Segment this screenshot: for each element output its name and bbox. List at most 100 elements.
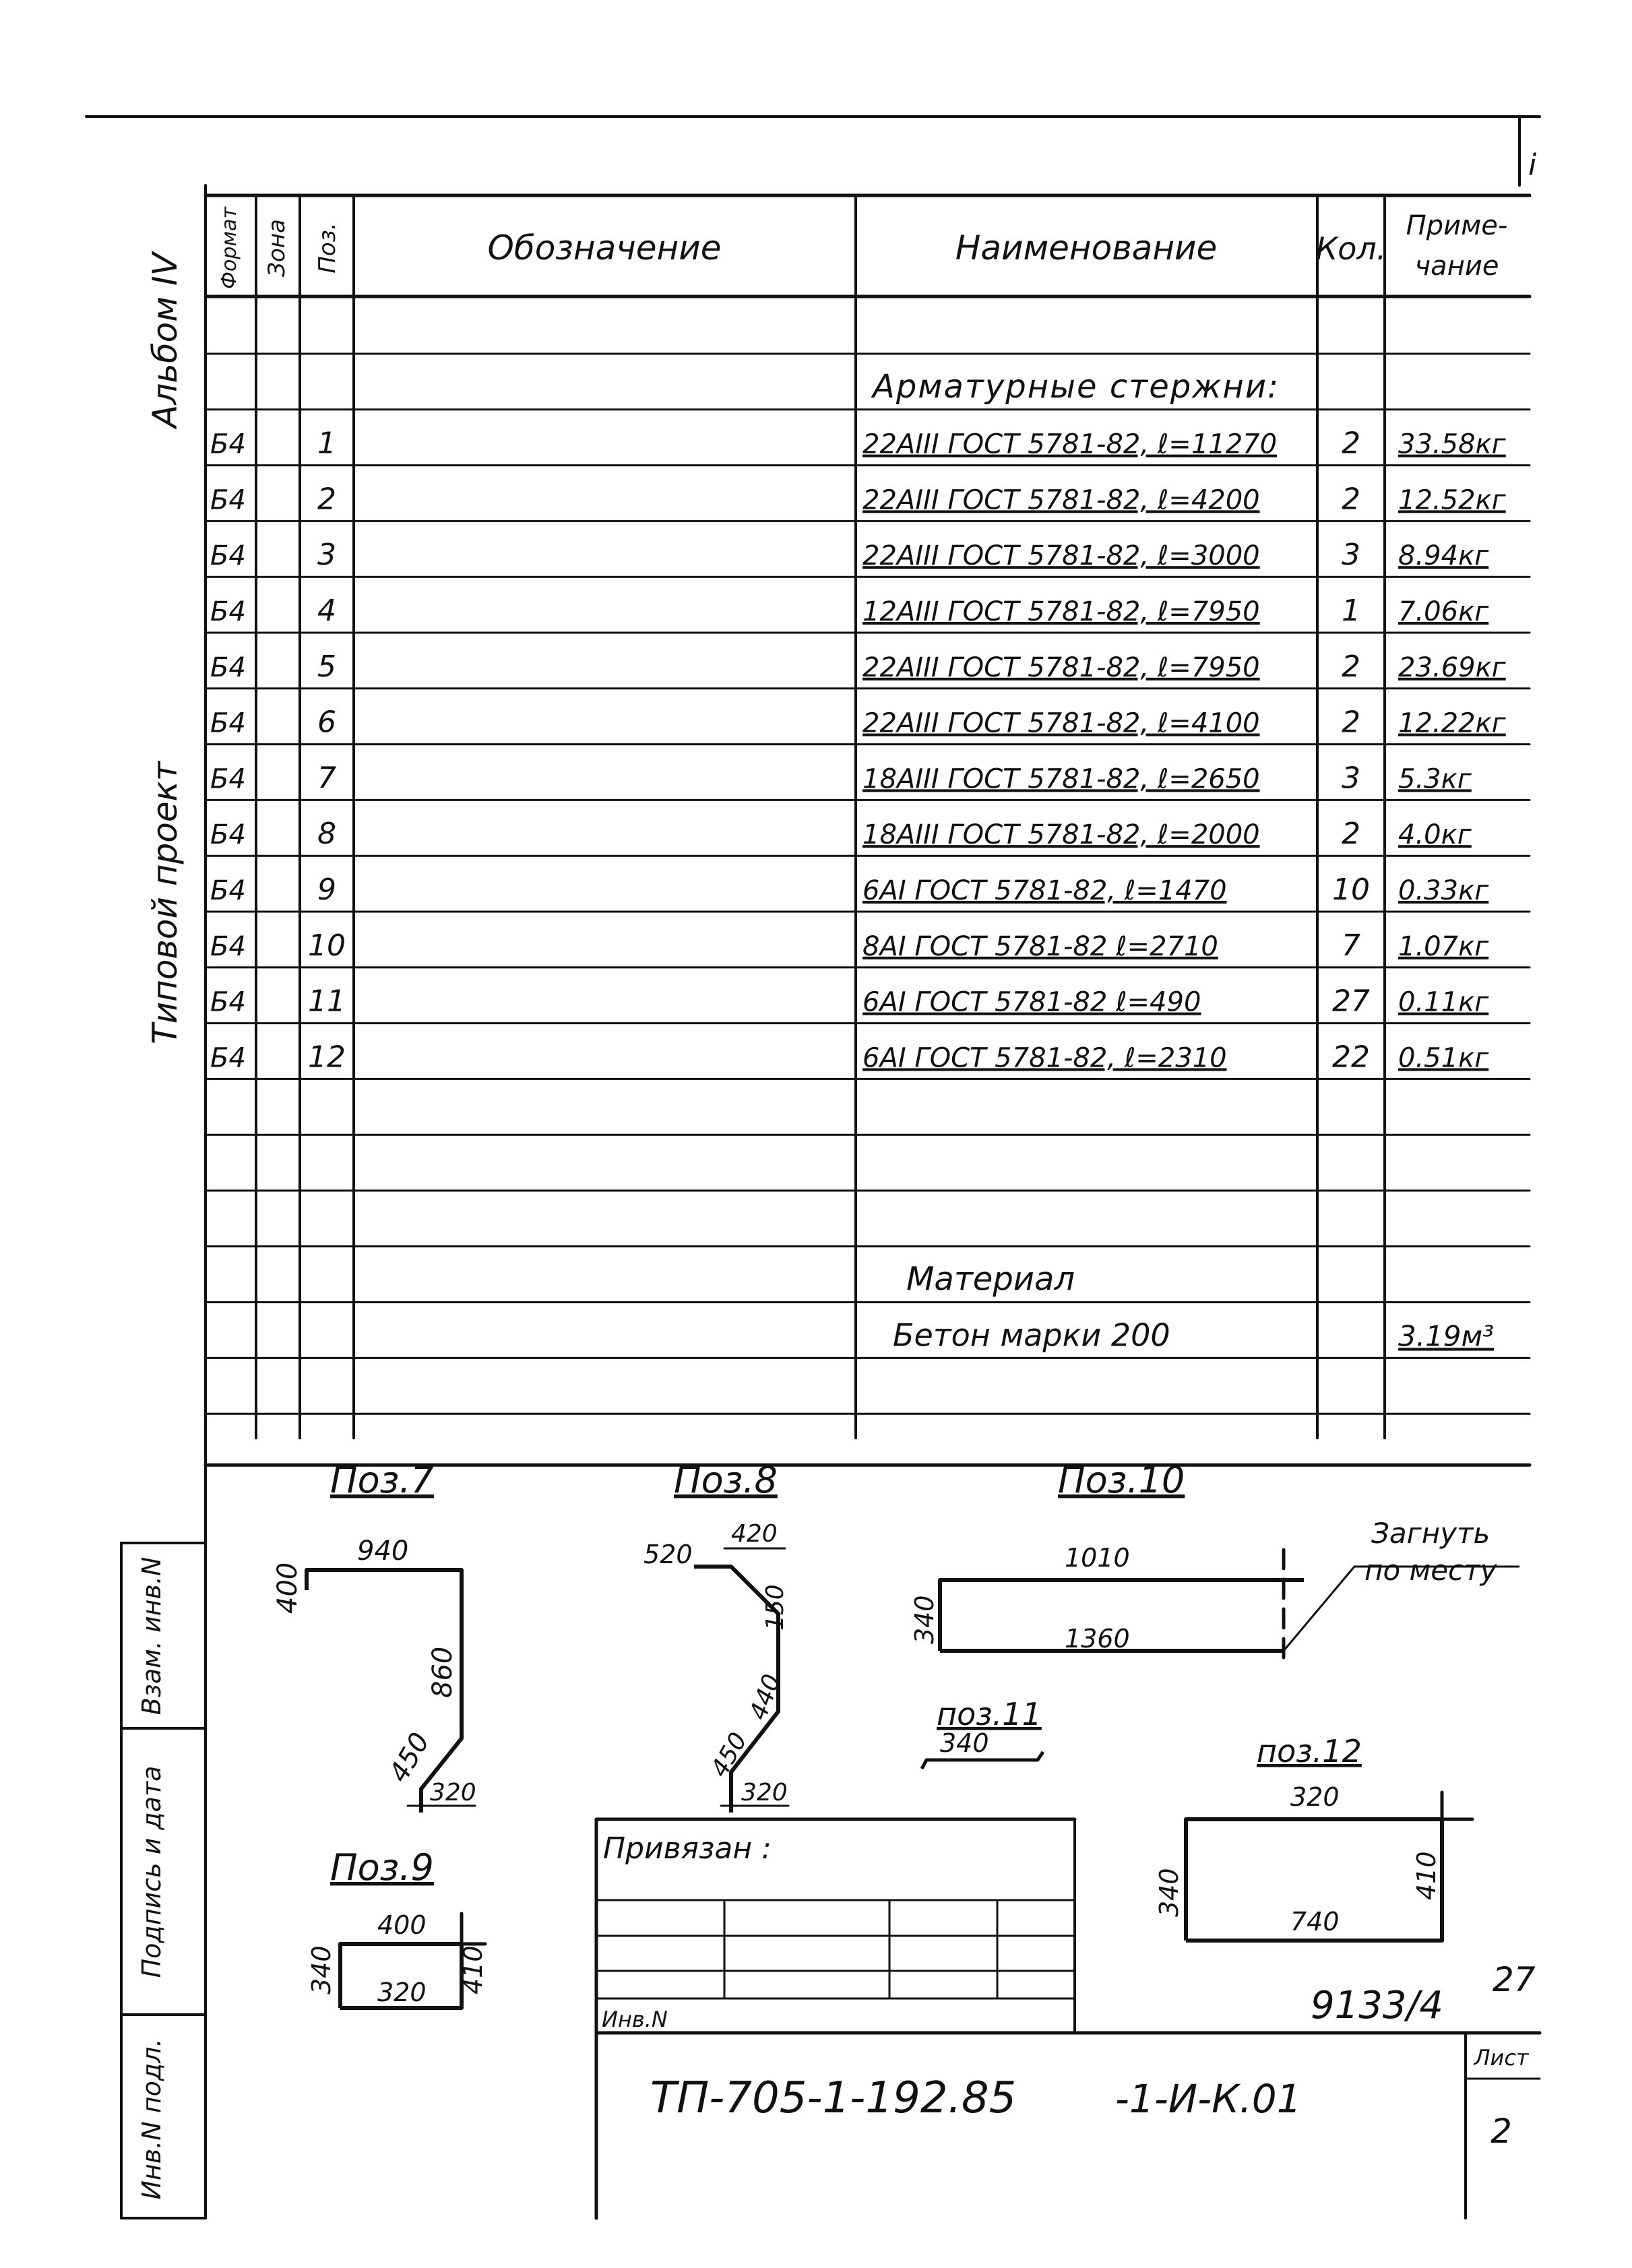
pos10-dim: 1010 <box>1065 1543 1130 1573</box>
header-format: Формат <box>218 206 241 289</box>
pos7-dim: 940 <box>357 1536 408 1567</box>
pos12-title: поз.12 <box>1257 1733 1362 1769</box>
sheet-number: 2 <box>1490 2112 1512 2151</box>
pos9-dim: 410 <box>458 1945 488 1994</box>
row-note: 12.22кг <box>1398 708 1507 739</box>
row-note: 33.58кг <box>1398 429 1507 460</box>
row-name: 22АIII ГОСТ 5781-82, ℓ=7950 <box>862 652 1260 683</box>
row-name: 6АI ГОСТ 5781-82 ℓ=490 <box>862 987 1201 1018</box>
pos11-shape <box>920 1751 1045 1770</box>
inv-replace-label: Взам. инв.N <box>137 1557 166 1715</box>
bound-label: Привязан : <box>603 1831 772 1866</box>
inv-orig-label: Инв.N подл. <box>137 2039 166 2200</box>
rebar-sketches: Поз.7940400860450320Поз.8520420150440450… <box>272 1459 1519 2010</box>
row-pos: 4 <box>317 594 336 628</box>
pos8-dim: 520 <box>644 1540 693 1569</box>
row-note: 0.11кг <box>1398 987 1489 1018</box>
row-format: Б4 <box>210 819 246 850</box>
code-number: 9133/4 <box>1311 1984 1443 2027</box>
header-note: чание <box>1415 251 1499 282</box>
row-note: 8.94кг <box>1398 540 1489 571</box>
row-note: 12.52кг <box>1398 484 1507 515</box>
row-qty: 10 <box>1332 873 1370 907</box>
pos8-dim: 420 <box>731 1520 778 1548</box>
inv-label: Инв.N <box>602 2007 668 2032</box>
sheet-label: Лист <box>1473 2045 1529 2071</box>
row-format: Б4 <box>210 484 246 515</box>
row-format: Б4 <box>210 708 246 739</box>
project-label: Типовой проект <box>146 760 185 1044</box>
header-qty: Кол. <box>1316 230 1387 267</box>
pos8-dim: 440 <box>745 1670 786 1724</box>
row-qty: 3 <box>1342 538 1360 572</box>
row-format: Б4 <box>210 1042 246 1073</box>
row-name: 12АIII ГОСТ 5781-82, ℓ=7950 <box>862 596 1260 627</box>
row-name: 22АIII ГОСТ 5781-82, ℓ=3000 <box>862 540 1260 571</box>
row-qty: 2 <box>1342 482 1360 516</box>
pos10-dim: 340 <box>910 1595 939 1644</box>
header-pos: Поз. <box>314 222 341 273</box>
header-note: Приме- <box>1406 210 1508 241</box>
pos12-dim: 320 <box>1290 1782 1340 1812</box>
row-name: 22АIII ГОСТ 5781-82, ℓ=4200 <box>862 484 1260 515</box>
row-name: 8АI ГОСТ 5781-82 ℓ=2710 <box>862 931 1218 962</box>
pos7-shape <box>305 1568 464 1813</box>
pos11-dim: 340 <box>940 1728 989 1758</box>
concrete-note: 3.19м³ <box>1398 1319 1494 1352</box>
row-pos: 3 <box>317 538 336 572</box>
row-name: 18АIII ГОСТ 5781-82, ℓ=2650 <box>862 763 1260 794</box>
row-qty: 2 <box>1342 817 1360 851</box>
row-format: Б4 <box>210 763 246 794</box>
row-name: 6АI ГОСТ 5781-82, ℓ=1470 <box>862 875 1227 906</box>
section-rebar: Арматурные стержни: <box>871 368 1280 406</box>
row-format: Б4 <box>210 540 246 571</box>
row-pos: 11 <box>308 984 346 1019</box>
corner-mark: і <box>1528 148 1537 183</box>
row-format: Б4 <box>210 931 246 962</box>
pos9-dim: 400 <box>377 1910 427 1940</box>
pos12-dim: 740 <box>1290 1907 1340 1936</box>
sign-date-label: Подпись и дата <box>137 1766 166 1978</box>
album-label: Альбом IV <box>146 250 185 429</box>
row-pos: 8 <box>317 817 336 851</box>
row-pos: 6 <box>317 705 336 740</box>
row-pos: 10 <box>308 928 346 963</box>
row-format: Б4 <box>210 429 246 460</box>
row-format: Б4 <box>210 596 246 627</box>
pos7-title: Поз.7 <box>330 1459 434 1501</box>
row-format: Б4 <box>210 875 246 906</box>
pos11-title: поз.11 <box>937 1696 1042 1732</box>
row-pos: 12 <box>308 1040 346 1074</box>
pos10-shape <box>938 1578 1304 1651</box>
row-name: 22АIII ГОСТ 5781-82, ℓ=4100 <box>862 708 1260 739</box>
header-name: Наименование <box>955 228 1218 267</box>
row-note: 5.3кг <box>1398 763 1472 794</box>
pos8-dim: 150 <box>761 1584 789 1631</box>
pos7-dim: 320 <box>430 1779 476 1806</box>
row-note: 0.51кг <box>1398 1042 1489 1073</box>
header-designation: Обозначение <box>488 228 722 267</box>
pos7-dim: 860 <box>427 1647 458 1698</box>
pos9-dim: 340 <box>307 1945 336 1994</box>
row-qty: 3 <box>1342 761 1360 795</box>
pos10-note: Загнуть <box>1371 1517 1490 1550</box>
pos12-dim: 340 <box>1154 1868 1184 1917</box>
code-page: 27 <box>1493 1960 1536 1999</box>
pos8-dim: 320 <box>741 1779 788 1806</box>
row-name: 18АIII ГОСТ 5781-82, ℓ=2000 <box>862 819 1260 850</box>
pos12-dim: 410 <box>1412 1851 1441 1900</box>
pos10-dim: 1360 <box>1065 1624 1130 1653</box>
pos7-dim: 400 <box>272 1563 303 1614</box>
row-name: 6АI ГОСТ 5781-82, ℓ=2310 <box>862 1042 1227 1073</box>
row-qty: 1 <box>1342 594 1360 628</box>
pos10-title: Поз.10 <box>1058 1459 1185 1501</box>
row-qty: 2 <box>1342 650 1360 684</box>
pos9-title: Поз.9 <box>330 1846 434 1889</box>
pos10-note: по месту <box>1364 1554 1498 1587</box>
row-pos: 7 <box>317 761 336 795</box>
row-name: 22АIII ГОСТ 5781-82, ℓ=11270 <box>862 429 1277 460</box>
row-pos: 5 <box>317 650 336 684</box>
